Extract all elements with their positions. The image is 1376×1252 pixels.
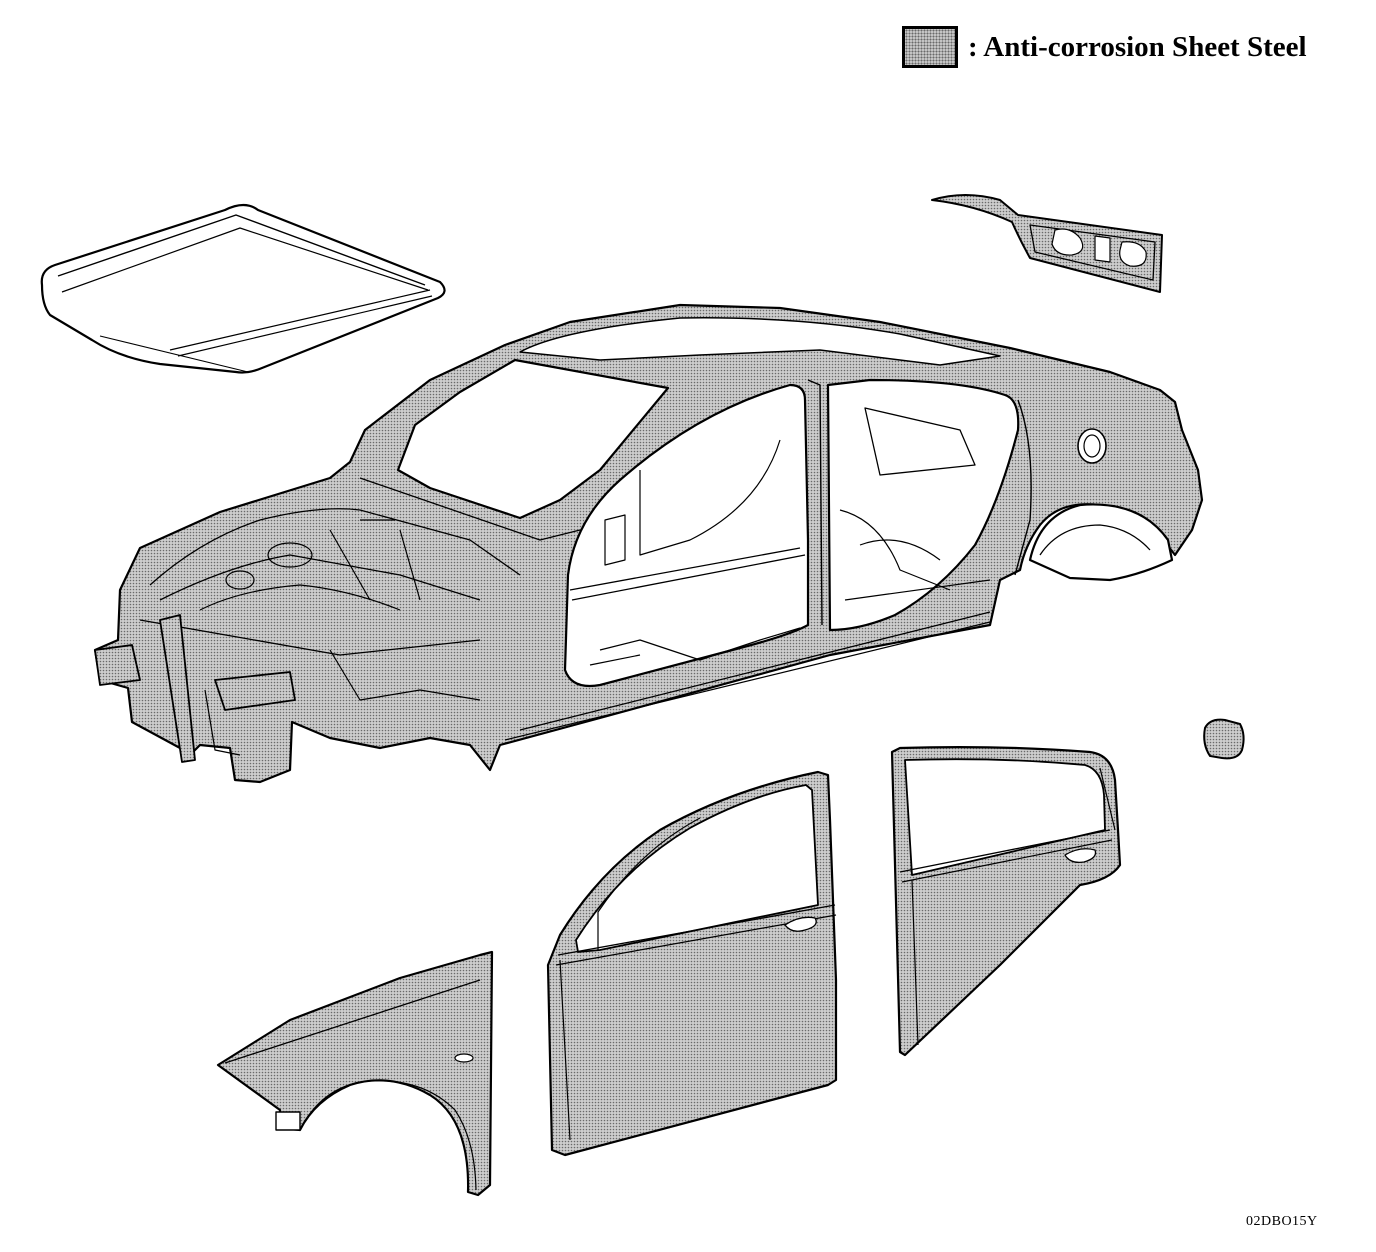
hood-panel — [40, 203, 446, 374]
figure-code: 02DBO15Y — [1246, 1214, 1318, 1229]
legend-label: : Anti-corrosion Sheet Steel — [968, 30, 1307, 63]
legend: : Anti-corrosion Sheet Steel — [902, 24, 1307, 70]
trunk-lid-panel — [931, 194, 1163, 293]
front-door-panel — [546, 770, 838, 1157]
front-fender-panel — [216, 950, 494, 1197]
legend-swatch — [902, 26, 958, 68]
rear-door-panel — [890, 746, 1122, 1057]
body-shell — [93, 303, 1204, 784]
fuel-filler-door — [1203, 718, 1245, 760]
